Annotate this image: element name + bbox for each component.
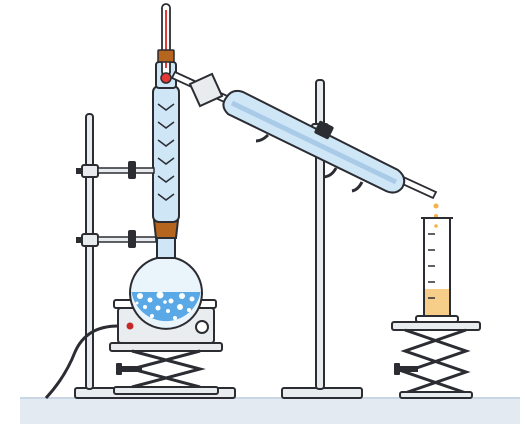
condenser-clamp xyxy=(314,120,334,140)
column-vigreux-indents xyxy=(157,103,175,201)
right-jack-knob xyxy=(394,363,400,375)
upper-clamp-screw xyxy=(76,168,83,174)
condenser-drip-nozzle xyxy=(351,181,364,193)
right-jack-base-plate xyxy=(399,391,473,399)
graduated-cylinder-icon xyxy=(415,217,459,323)
right-lab-jack xyxy=(391,321,481,399)
hot-plate-knob xyxy=(195,320,209,334)
lower-clamp-boss xyxy=(81,233,99,247)
distillate-drops xyxy=(433,203,439,228)
lower-clamp-arm xyxy=(97,236,157,243)
left-jack-scissor xyxy=(126,349,206,389)
left-lab-jack xyxy=(109,342,223,395)
lower-clamp-jaw xyxy=(128,230,136,248)
left-stand-rod xyxy=(85,113,94,390)
lab-bench xyxy=(20,398,520,424)
thermometer-stopper xyxy=(157,49,175,63)
left-jack-knob xyxy=(116,363,122,375)
left-jack-base-plate xyxy=(113,386,219,395)
power-cable xyxy=(44,324,119,400)
cylinder-liquid xyxy=(424,289,450,316)
lower-clamp-icon xyxy=(76,230,157,248)
condenser-water-outlet xyxy=(323,167,338,179)
upper-clamp-jaw xyxy=(128,161,136,179)
left-jack-top-plate xyxy=(109,342,223,352)
column-tube xyxy=(152,85,180,223)
upper-clamp-icon xyxy=(76,161,155,179)
thermometer-icon xyxy=(157,3,175,84)
condenser-adapter xyxy=(188,72,224,108)
right-jack-scissor xyxy=(400,328,471,395)
left-jack-screw xyxy=(120,366,142,372)
round-bottom-flask-icon xyxy=(129,237,203,330)
condenser-water-inlet xyxy=(255,133,270,143)
flask-bubbles xyxy=(135,291,195,320)
fractionating-column-icon xyxy=(152,61,180,223)
upper-clamp-boss xyxy=(81,164,99,178)
hot-plate-indicator-light xyxy=(126,322,134,330)
upper-clamp-arm xyxy=(97,167,155,174)
thermometer-bulb xyxy=(160,72,172,84)
right-jack-top-plate xyxy=(391,321,481,331)
liebig-condenser-icon xyxy=(170,70,438,200)
cylinder-tube xyxy=(423,218,451,317)
condenser-core xyxy=(230,100,398,185)
lower-clamp-screw xyxy=(76,237,83,243)
thermometer-capillary xyxy=(165,10,167,68)
cylinder-graduations xyxy=(428,233,435,299)
right-jack-screw xyxy=(398,366,418,372)
